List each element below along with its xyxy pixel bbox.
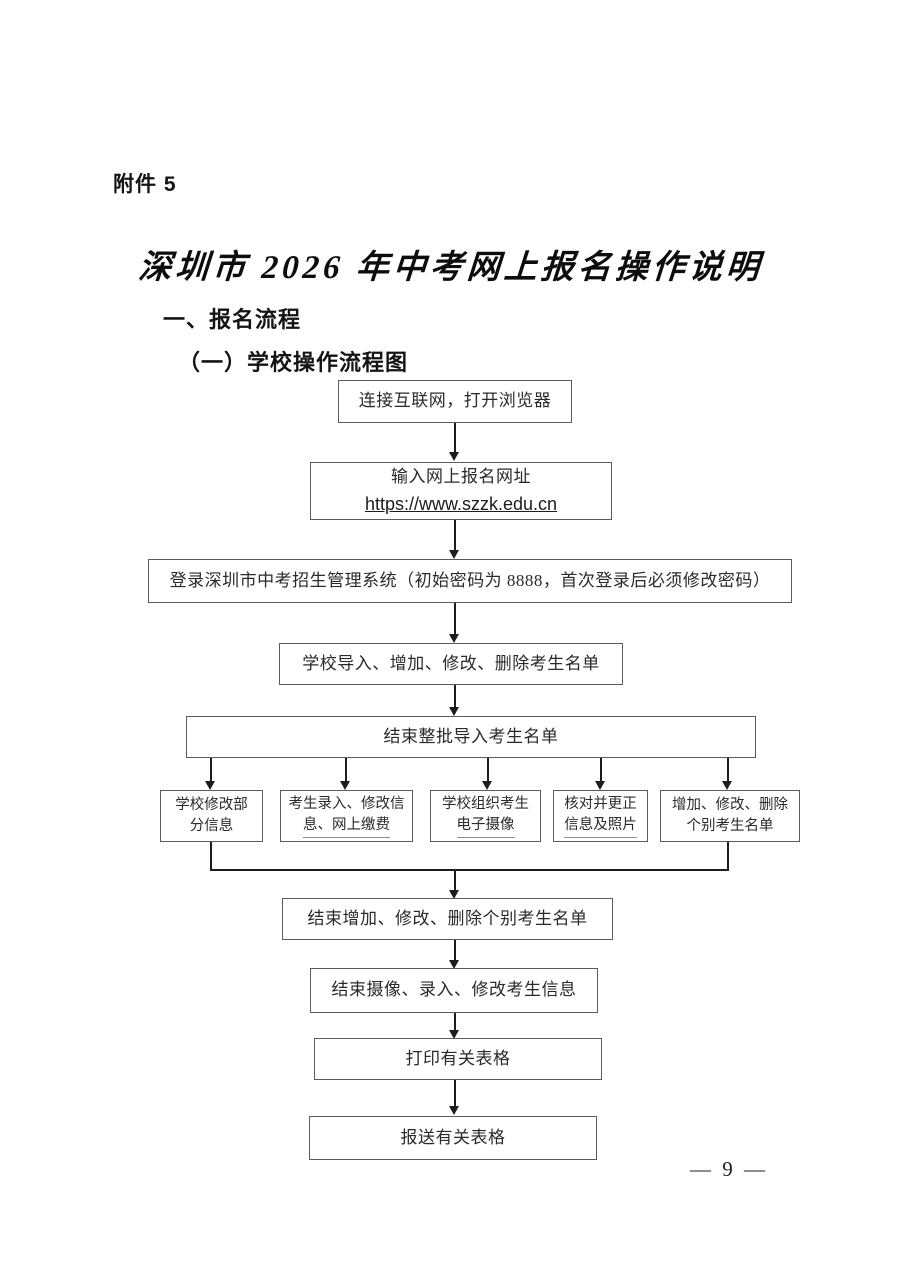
flow-box-login-system-label: 登录深圳市中考招生管理系统（初始密码为 8888，首次登录后必须修改密码） [169,570,771,590]
flow-box-parallel-3-line1: 学校组织考生 [442,795,529,812]
flow-box-school-import-label: 学校导入、增加、修改、删除考生名单 [302,653,600,673]
flow-box-finish-batch-import-label: 结束整批导入考生名单 [383,726,559,746]
flow-box-connect-internet: 连接互联网，打开浏览器 [338,380,572,423]
fanout-arrow-4 [595,781,605,790]
page-title: 深圳市 2026 年中考网上报名操作说明 [137,250,765,286]
flow-box-print-forms-label: 打印有关表格 [405,1048,511,1068]
attachment-label: 附件 5 [113,173,177,196]
fanout-line-1 [210,758,212,782]
flow-box-enter-url-label: 输入网上报名网址 [391,466,531,486]
flow-box-finish-photo-entry-label: 结束摄像、录入、修改考生信息 [331,980,577,1000]
connector-line-5 [454,940,456,961]
flow-box-parallel-1-line2: 分信息 [189,818,234,834]
connector-line-1 [454,423,456,453]
merge-horizontal-bar [210,869,729,871]
fanout-arrow-2 [340,781,350,790]
flow-box-login-system: 登录深圳市中考招生管理系统（初始密码为 8888，首次登录后必须修改密码） [148,559,792,603]
fanout-line-4 [600,758,602,782]
registration-url-link[interactable]: https://www.szzk.edu.cn [364,493,558,514]
merge-line-center [454,869,456,891]
connector-arrow-5 [449,960,459,969]
merge-arrow [449,890,459,899]
connector-arrow-4 [449,707,459,716]
merge-line-right [727,842,729,870]
fanout-arrow-3 [482,781,492,790]
flow-box-parallel-5-line2: 个别考生名单 [686,818,774,834]
fanout-arrow-1 [205,781,215,790]
flow-box-parallel-3: 学校组织考生 电子摄像 [430,790,541,842]
flow-box-parallel-5: 增加、修改、删除 个别考生名单 [660,790,800,842]
flow-box-parallel-2: 考生录入、修改信 息、网上缴费 [280,790,413,842]
connector-line-7 [454,1080,456,1107]
fanout-arrow-5 [722,781,732,790]
flow-box-parallel-4: 核对并更正 信息及照片 [553,790,648,842]
connector-line-3 [454,603,456,635]
section-heading: 一、报名流程 [163,307,302,332]
flow-box-parallel-1-line1: 学校修改部 [175,796,248,813]
connector-arrow-1 [449,452,459,461]
flow-box-parallel-1: 学校修改部 分信息 [160,790,263,842]
connector-arrow-7 [449,1106,459,1115]
flow-box-parallel-4-line1: 核对并更正 [564,795,637,812]
flow-box-parallel-4-line2: 信息及照片 [564,815,637,839]
flow-box-connect-internet-label: 连接互联网，打开浏览器 [358,391,552,411]
connector-line-2 [454,520,456,551]
flow-box-parallel-2-line1: 考生录入、修改信 [288,795,405,812]
subsection-heading: （一）学校操作流程图 [178,350,409,375]
page-number: — 9 — [690,1157,768,1181]
fanout-line-5 [727,758,729,782]
fanout-line-2 [345,758,347,782]
connector-arrow-6 [449,1030,459,1039]
flow-box-parallel-2-line2: 息、网上缴费 [303,815,390,839]
flow-box-finish-photo-entry: 结束摄像、录入、修改考生信息 [310,968,598,1013]
flow-box-finish-individual-label: 结束增加、修改、删除个别考生名单 [307,908,588,928]
flow-box-submit-forms-label: 报送有关表格 [400,1127,506,1147]
flow-box-print-forms: 打印有关表格 [314,1038,602,1080]
flow-box-finish-batch-import: 结束整批导入考生名单 [186,716,756,758]
flow-box-finish-individual: 结束增加、修改、删除个别考生名单 [282,898,613,940]
connector-arrow-2 [449,550,459,559]
flow-box-parallel-5-line1: 增加、修改、删除 [672,796,788,813]
flow-box-submit-forms: 报送有关表格 [309,1116,597,1160]
merge-line-left [210,842,212,870]
connector-line-4 [454,685,456,708]
connector-line-6 [454,1013,456,1031]
flow-box-parallel-3-line2: 电子摄像 [456,815,515,839]
fanout-line-3 [487,758,489,782]
flow-box-enter-url: 输入网上报名网址 https://www.szzk.edu.cn [310,462,612,520]
connector-arrow-3 [449,634,459,643]
flow-box-school-import: 学校导入、增加、修改、删除考生名单 [279,643,623,685]
